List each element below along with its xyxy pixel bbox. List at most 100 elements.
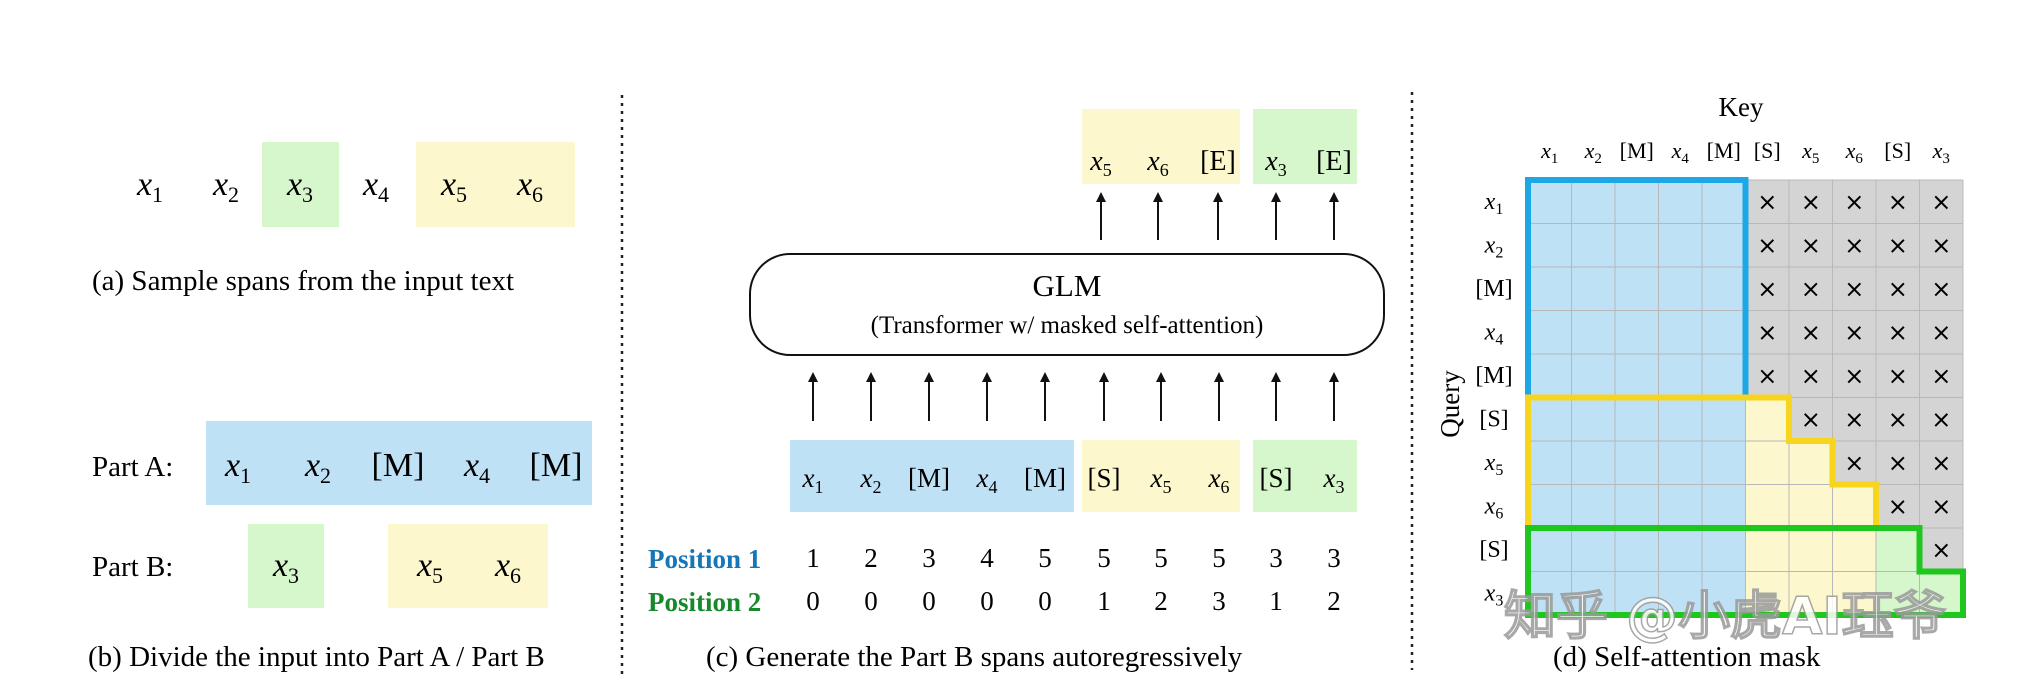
part-b-span1-highlight bbox=[248, 524, 324, 608]
position1-label: Position 1 bbox=[648, 544, 761, 574]
up-arrow bbox=[1214, 372, 1224, 421]
mask-cross: × bbox=[1931, 188, 1951, 216]
masked-cell bbox=[1745, 180, 1789, 224]
attend-cell bbox=[1658, 354, 1702, 398]
part-a-label: Part A: bbox=[92, 451, 173, 483]
attend-cell bbox=[1702, 354, 1746, 398]
output-green-highlight bbox=[1253, 109, 1357, 184]
attend-cell bbox=[1658, 528, 1702, 572]
masked-cell bbox=[1876, 484, 1920, 528]
attend-cell bbox=[1745, 397, 1789, 441]
attend-cell bbox=[1615, 528, 1659, 572]
mask-cross: × bbox=[1931, 362, 1951, 390]
attend-cell bbox=[1528, 528, 1572, 572]
attend-cell bbox=[1702, 180, 1746, 224]
position2-value: 3 bbox=[1212, 586, 1226, 616]
token: x2 bbox=[212, 166, 239, 207]
mask-cross: × bbox=[1757, 362, 1777, 390]
mask-cross: × bbox=[1888, 449, 1908, 477]
up-arrow bbox=[866, 372, 876, 421]
up-arrow bbox=[1040, 372, 1050, 421]
mask-cross: × bbox=[1757, 188, 1777, 216]
attend-cell bbox=[1615, 267, 1659, 311]
position2-value: 0 bbox=[806, 586, 820, 616]
position1-value: 3 bbox=[1269, 543, 1283, 573]
mask-cross: × bbox=[1931, 492, 1951, 520]
attend-cell bbox=[1702, 267, 1746, 311]
glm-title: GLM bbox=[1033, 268, 1102, 303]
up-arrow bbox=[1153, 192, 1163, 240]
part-a-token: x4 bbox=[463, 447, 490, 488]
panel-d: Key Query ××××××××××××××××××××××××××××××… bbox=[1435, 92, 1966, 673]
attend-cell bbox=[1571, 441, 1615, 485]
input-token: x2 bbox=[860, 463, 882, 497]
masked-cell bbox=[1745, 354, 1789, 398]
masked-cell bbox=[1876, 441, 1920, 485]
masked-cell bbox=[1919, 354, 1963, 398]
key-token: x2 bbox=[1584, 138, 1602, 167]
mask-cross: × bbox=[1757, 318, 1777, 346]
key-token: x1 bbox=[1540, 138, 1558, 167]
part-a-token: x1 bbox=[224, 447, 251, 488]
key-token: [S] bbox=[1884, 138, 1911, 163]
attend-cell bbox=[1789, 484, 1833, 528]
up-arrow bbox=[1271, 192, 1281, 240]
masked-cell bbox=[1919, 180, 1963, 224]
mask-cross: × bbox=[1844, 449, 1864, 477]
attend-cell bbox=[1615, 223, 1659, 267]
position2-label: Position 2 bbox=[648, 587, 761, 617]
attend-cell bbox=[1571, 528, 1615, 572]
up-arrow bbox=[1271, 372, 1281, 421]
input-token: x5 bbox=[1150, 463, 1172, 497]
attend-cell bbox=[1832, 484, 1876, 528]
attend-cell bbox=[1615, 441, 1659, 485]
caption-a: (a) Sample spans from the input text bbox=[92, 265, 514, 297]
masked-cell bbox=[1919, 397, 1963, 441]
part-b-span2-highlight bbox=[388, 524, 548, 608]
key-token: [M] bbox=[1707, 138, 1741, 163]
output-yellow-highlight bbox=[1082, 109, 1240, 184]
attend-cell bbox=[1528, 571, 1572, 615]
attend-cell bbox=[1615, 310, 1659, 354]
position1-value: 2 bbox=[864, 543, 878, 573]
key-token: x4 bbox=[1671, 138, 1690, 167]
masked-cell bbox=[1876, 310, 1920, 354]
output-token: x3 bbox=[1264, 146, 1286, 180]
query-token: x1 bbox=[1484, 189, 1504, 218]
attend-cell bbox=[1876, 528, 1920, 572]
attend-cell bbox=[1789, 571, 1833, 615]
attend-cell bbox=[1571, 354, 1615, 398]
key-token: x3 bbox=[1932, 138, 1950, 167]
part-a-highlight bbox=[206, 421, 592, 505]
position1-value: 5 bbox=[1212, 543, 1226, 573]
output-token: [E] bbox=[1316, 146, 1352, 177]
masked-cell bbox=[1832, 441, 1876, 485]
mask-cross: × bbox=[1844, 362, 1864, 390]
masked-cell bbox=[1876, 223, 1920, 267]
input-blue-highlight bbox=[790, 440, 1074, 512]
attend-cell bbox=[1571, 267, 1615, 311]
up-arrow bbox=[924, 372, 934, 421]
masked-cell bbox=[1876, 354, 1920, 398]
input-token: x4 bbox=[976, 463, 998, 497]
attend-cell bbox=[1832, 528, 1876, 572]
mask-cross: × bbox=[1888, 362, 1908, 390]
masked-cell bbox=[1832, 180, 1876, 224]
key-label: Key bbox=[1719, 92, 1764, 122]
token: x3 bbox=[286, 166, 313, 207]
attend-cell bbox=[1571, 180, 1615, 224]
input-token: x3 bbox=[1323, 463, 1345, 497]
attend-cell bbox=[1571, 484, 1615, 528]
masked-cell bbox=[1789, 180, 1833, 224]
token: x1 bbox=[136, 166, 163, 207]
panel-c: GLM (Transformer w/ masked self-attentio… bbox=[648, 109, 1385, 673]
attend-cell bbox=[1745, 484, 1789, 528]
attend-cell bbox=[1528, 267, 1572, 311]
mask-cross: × bbox=[1931, 405, 1951, 433]
input-token: [S] bbox=[1260, 463, 1293, 493]
attend-cell bbox=[1658, 397, 1702, 441]
mask-cross: × bbox=[1801, 405, 1821, 433]
input-token: [S] bbox=[1088, 463, 1121, 493]
